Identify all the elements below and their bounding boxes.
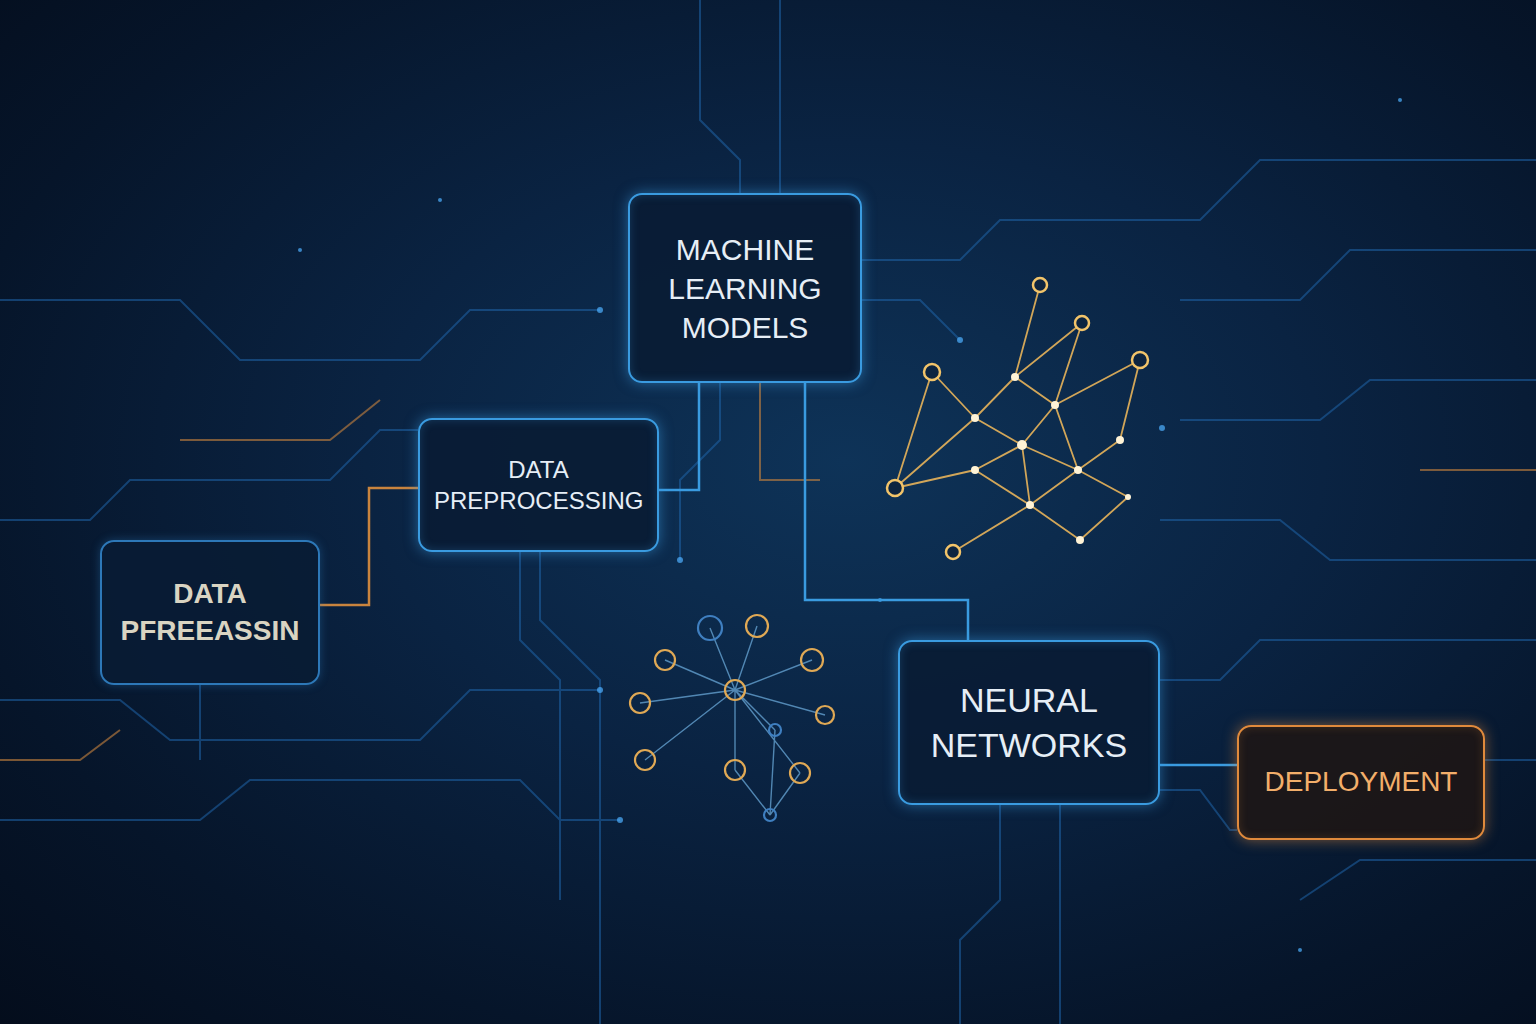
lower-network [640, 626, 825, 815]
network-links [640, 626, 825, 815]
source-box: DATA PFREEASSIN [100, 540, 320, 685]
output-box: DEPLOYMENT [1237, 725, 1485, 840]
network-node [635, 750, 655, 770]
circuit-trace [540, 552, 600, 1024]
network-node [630, 693, 650, 713]
dot [597, 687, 603, 693]
circuit-trace [960, 805, 1000, 1024]
circuit-trace [0, 690, 600, 740]
network-node [887, 480, 903, 496]
circuit-trace [0, 780, 620, 820]
circuit-trace [760, 382, 820, 480]
circuit-trace [180, 400, 380, 440]
box-label: DATA PFREEASSIN [116, 576, 304, 649]
network-core [1017, 440, 1027, 450]
dot [298, 248, 302, 252]
circuit-trace [1158, 790, 1237, 830]
box-label: DATA PREPROCESSING [434, 454, 643, 516]
circuit-trace [1158, 640, 1536, 680]
dot [597, 307, 603, 313]
network-node [801, 649, 823, 671]
circuit-trace [860, 160, 1536, 260]
network-core [971, 466, 979, 474]
network-core [971, 414, 979, 422]
dot [1298, 948, 1302, 952]
connector-line [1160, 764, 1237, 767]
network-node [746, 615, 768, 637]
circuit-trace [1300, 860, 1536, 900]
circuit-trace [199, 685, 201, 760]
dot [617, 817, 623, 823]
network-core [1074, 466, 1082, 474]
circuit-trace [0, 730, 120, 760]
upper-network-cores [971, 373, 1131, 544]
network-node [698, 616, 722, 640]
box-label: MACHINE LEARNING MODELS [644, 230, 846, 347]
dot [1159, 425, 1165, 431]
network-node [725, 760, 745, 780]
connector-line [659, 383, 699, 490]
connector [320, 488, 418, 605]
network-node [725, 680, 745, 700]
circuit-trace [1180, 250, 1536, 300]
network-node [924, 364, 940, 380]
upper-network [895, 285, 1140, 552]
circuit-trace [1485, 759, 1536, 761]
box-label: NEURAL NETWORKS [914, 678, 1144, 766]
network-node [655, 650, 675, 670]
connector-line [320, 488, 418, 605]
network-node [769, 724, 781, 736]
circuit-trace [0, 300, 600, 360]
network-node [1033, 278, 1047, 292]
network-node [764, 809, 776, 821]
process-box: DATA PREPROCESSING [418, 418, 659, 552]
process-box: MACHINE LEARNING MODELS [628, 193, 862, 383]
network-core [1116, 436, 1124, 444]
box-label: DEPLOYMENT [1265, 764, 1458, 800]
warm-traces [0, 382, 1536, 760]
network-node [946, 545, 960, 559]
network-core [1011, 373, 1019, 381]
lower-network-nodes [630, 615, 834, 821]
connector [1160, 765, 1237, 766]
upper-network-nodes [887, 278, 1148, 559]
connector-line [805, 383, 968, 640]
connector [805, 383, 968, 640]
circuit-trace [1160, 520, 1536, 560]
network-core [1051, 401, 1059, 409]
network-node [1075, 316, 1089, 330]
network-core [1076, 536, 1084, 544]
network-core [1026, 501, 1034, 509]
circuit-trace [860, 300, 960, 340]
dot [1398, 98, 1402, 102]
network-node [790, 763, 810, 783]
network-node [816, 706, 834, 724]
circuit-trace [700, 0, 740, 193]
network-links [895, 285, 1140, 552]
dot [677, 557, 683, 563]
circuit-trace [1059, 805, 1061, 1024]
circuit-trace [1180, 380, 1536, 420]
circuit-trace [0, 430, 418, 520]
network-core [1125, 494, 1131, 500]
network-node [1132, 352, 1148, 368]
circuit-trace [779, 0, 781, 193]
dot [957, 337, 963, 343]
circuit-trace [1420, 469, 1536, 471]
dot [438, 198, 442, 202]
connector [659, 383, 699, 490]
process-box: NEURAL NETWORKS [898, 640, 1160, 805]
